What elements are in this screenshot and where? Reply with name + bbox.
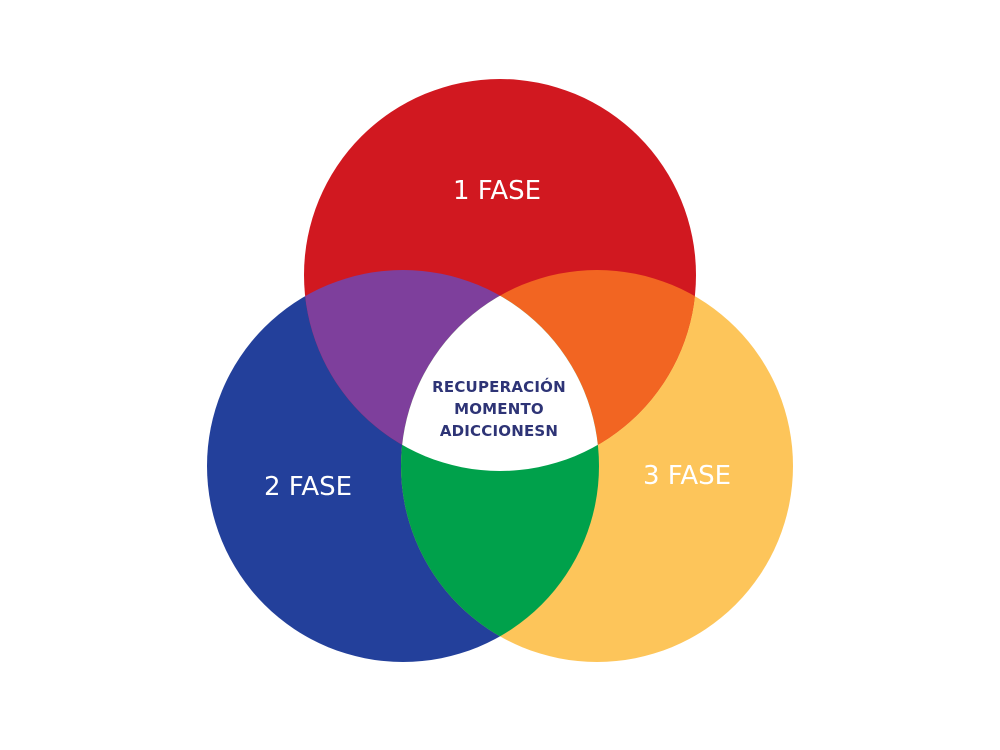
center-line-1: RECUPERACIÓN <box>432 377 566 396</box>
center-label: RECUPERACIÓN MOMENTO ADICCIONESN <box>432 377 566 440</box>
center-line-2: MOMENTO <box>454 400 544 418</box>
label-1-fase: 1 FASE <box>453 176 541 206</box>
label-3-fase: 3 FASE <box>643 461 731 491</box>
center-line-3: ADICCIONESN <box>440 422 558 440</box>
label-2-fase: 2 FASE <box>264 472 352 502</box>
